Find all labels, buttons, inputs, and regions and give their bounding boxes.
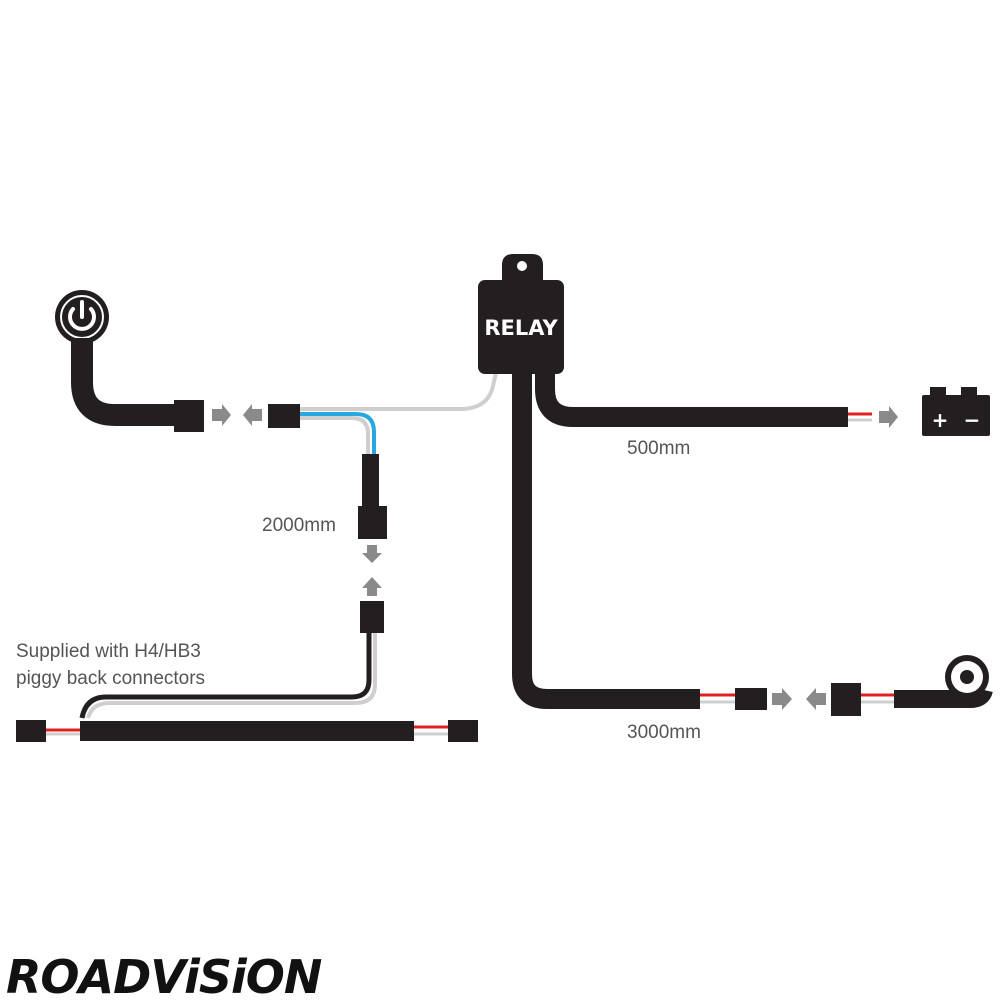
arrow-down-icon: [362, 545, 382, 563]
arrow-up-icon: [362, 577, 382, 596]
lamp-cable: [894, 687, 993, 708]
battery-plus-sign: +: [932, 408, 949, 432]
piggyback-wire-grey: [86, 633, 377, 719]
lamp-connector: [831, 683, 861, 716]
driving-light-icon: [945, 655, 989, 699]
battery-cable: [535, 372, 848, 427]
piggyback-note-line2: piggy back connectors: [16, 668, 205, 689]
battery-minus-sign: −: [964, 408, 981, 432]
harness-switch-plug: [268, 404, 300, 428]
h4-main-cable: [80, 721, 414, 741]
arrow-right-icon: [212, 404, 231, 426]
light-cable: [512, 372, 700, 709]
blue-wire: [298, 412, 376, 460]
switch-cable: [71, 338, 182, 426]
battery-lead-length: 500mm: [627, 438, 690, 459]
h4-connector-left: [16, 720, 46, 742]
light-cable-connector: [735, 688, 767, 710]
arrow-right-icon: [772, 688, 792, 710]
switch-connector: [174, 400, 204, 432]
h4-connector-right: [448, 720, 478, 742]
grey-wire-branch: [298, 416, 370, 460]
arrow-left-icon: [806, 688, 826, 710]
harness-2000mm-connector: [358, 506, 387, 539]
switch-lead-length: 2000mm: [262, 515, 336, 536]
roadvision-logo: ROADViSiON: [6, 950, 322, 1000]
relay-label: RELAY: [484, 316, 558, 340]
arrow-left-icon: [243, 404, 262, 426]
light-lead-length: 3000mm: [627, 722, 701, 743]
piggyback-wire-black: [79, 633, 372, 719]
harness-sleeve: [362, 454, 379, 510]
power-switch-icon: [55, 290, 109, 344]
piggyback-plug: [360, 601, 384, 633]
battery-icon: [922, 387, 990, 436]
arrow-right-icon: [879, 406, 898, 428]
piggyback-note-line1: Supplied with H4/HB3: [16, 641, 201, 662]
relay-icon: [478, 254, 564, 374]
grey-wire: [298, 371, 498, 411]
